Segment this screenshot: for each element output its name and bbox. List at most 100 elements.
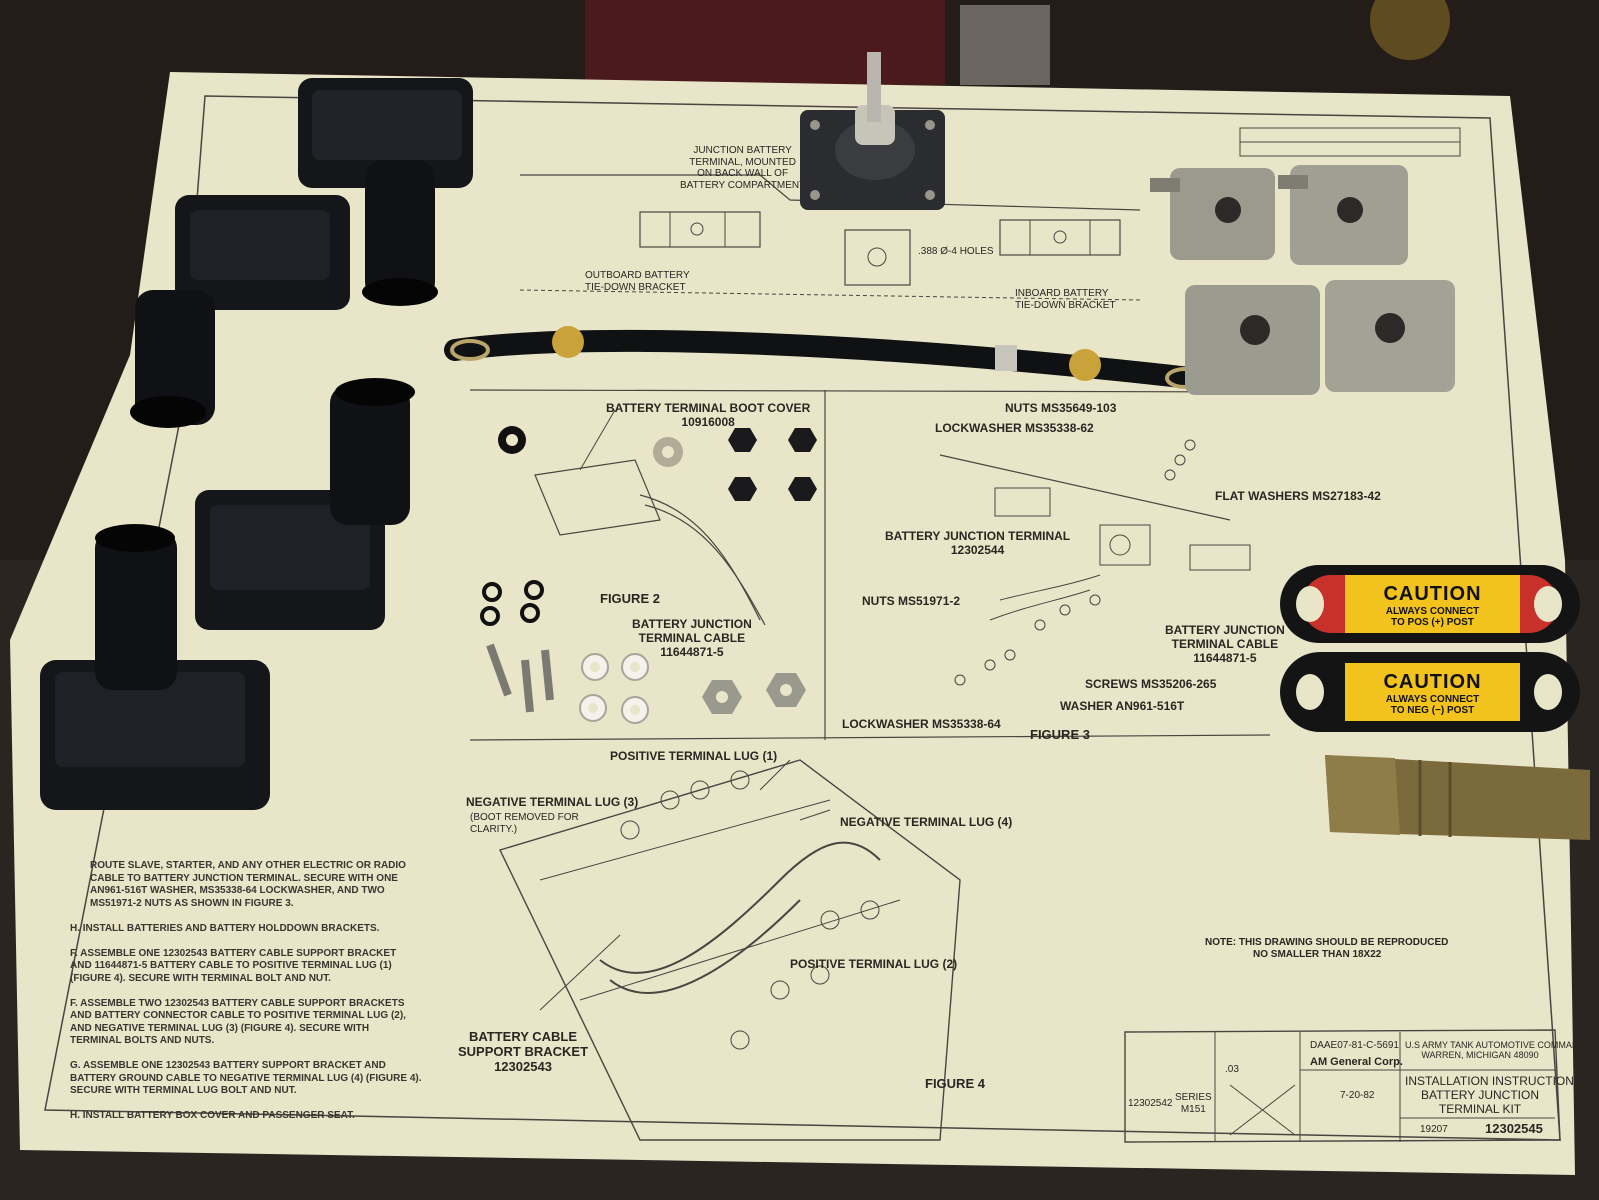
instruction-line: AND BATTERY CONNECTOR CABLE TO POSITIVE … <box>70 1010 406 1021</box>
label-line: BATTERY JUNCTION <box>632 617 752 631</box>
note-line: TERMINAL, MOUNTED <box>689 156 796 168</box>
label-line: SERIES <box>1175 1092 1212 1103</box>
caution-pos-line: ALWAYS CONNECT TO POS (+) POST <box>1345 606 1520 628</box>
drawing-title: INSTALLATION INSTRUCTIONS BATTERY JUNCTI… <box>1405 1074 1582 1116</box>
nuts-51971-label: NUTS MS51971-2 <box>862 594 961 608</box>
note-line: JUNCTION BATTERY <box>693 145 792 156</box>
junction-terminal-label: BATTERY JUNCTION TERMINAL 12302544 <box>885 529 1071 558</box>
note-line: ON BACK WALL OF <box>697 168 789 179</box>
title-block <box>1124 1029 1561 1143</box>
boot-removed-note: (BOOT REMOVED FOR CLARITY.) <box>470 812 579 835</box>
label-line: BATTERY JUNCTION <box>1165 623 1285 637</box>
caution-line: ALWAYS CONNECT <box>1385 694 1480 705</box>
boot-cover-3 <box>195 378 415 630</box>
nuts-103-label: NUTS MS35649-103 <box>1005 401 1117 415</box>
instruction-line: BATTERY GROUND CABLE TO NEGATIVE TERMINA… <box>70 1072 422 1084</box>
label-line: BATTERY TERMINAL BOOT COVER <box>606 401 811 415</box>
label-line: BATTERY CABLE <box>468 1029 578 1044</box>
label-line: OUTBOARD BATTERY <box>585 270 690 281</box>
boot-cover-label: BATTERY TERMINAL BOOT COVER 10916008 <box>606 401 811 430</box>
terminal-lug-1 <box>1150 168 1275 260</box>
instruction-line: F. ASSEMBLE ONE 12302543 BATTERY CABLE S… <box>70 947 397 959</box>
figure-3-label: FIGURE 3 <box>1030 727 1090 742</box>
command-name: U.S ARMY TANK AUTOMOTIVE COMMAND WARREN,… <box>1405 1040 1585 1061</box>
assembly-number: 12302542 <box>1128 1098 1173 1109</box>
note-line: NOTE: THIS DRAWING SHOULD BE REPRODUCED <box>1205 937 1449 948</box>
label-line: TERMINAL CABLE <box>1171 636 1279 651</box>
boot-cover-4 <box>40 524 270 810</box>
boot-cover-1 <box>298 78 473 306</box>
hardware-group <box>480 426 817 724</box>
part-number: 12302545 <box>1485 1121 1543 1136</box>
series-label: SERIES M151 <box>1175 1092 1212 1115</box>
label-line: U.S ARMY TANK AUTOMOTIVE COMMAND <box>1405 1040 1585 1050</box>
pos-lug-2-label: POSITIVE TERMINAL LUG (2) <box>790 957 958 971</box>
pos-lug-1-label: POSITIVE TERMINAL LUG (1) <box>610 749 778 763</box>
junction-cable-part <box>444 326 1205 389</box>
flat-washers-label: FLAT WASHERS MS27183-42 <box>1215 489 1381 503</box>
caution-line: TO POS (+) POST <box>1391 617 1474 628</box>
terminal-lug-2 <box>1278 165 1408 265</box>
lockwasher-62-label: LOCKWASHER MS35338-62 <box>935 421 1094 435</box>
title-line: BATTERY JUNCTION <box>1420 1087 1539 1102</box>
label-line: WARREN, MICHIGAN 48090 <box>1421 1050 1539 1061</box>
terminal-lug-4 <box>1325 280 1455 392</box>
contract-number: DAAE07-81-C-5691 <box>1310 1040 1399 1051</box>
figure-2-label: FIGURE 2 <box>600 591 660 606</box>
title-line: TERMINAL KIT <box>1438 1101 1522 1116</box>
caution-line: TO NEG (−) POST <box>1390 705 1475 716</box>
tolerance-value: .03 <box>1225 1064 1239 1075</box>
figure-4-label: FIGURE 4 <box>925 1076 985 1091</box>
neg-lug-3-label: NEGATIVE TERMINAL LUG (3) <box>466 795 639 809</box>
company-name: AM General Corp. <box>1310 1056 1403 1068</box>
label-line: 10916008 <box>681 414 735 429</box>
support-bracket-part <box>1325 755 1590 840</box>
label-line: SUPPORT BRACKET <box>458 1043 589 1059</box>
holes-label: .388 Ø-4 HOLES <box>918 246 994 257</box>
junction-terminal-part <box>800 52 945 210</box>
note-line: BATTERY COMPARTMENT <box>680 179 806 191</box>
battery-sketch <box>499 759 961 1141</box>
junction-mount-note: JUNCTION BATTERY TERMINAL, MOUNTED ON BA… <box>680 145 805 191</box>
label-line: M151 <box>1180 1103 1206 1115</box>
label-line: 12302543 <box>494 1058 552 1074</box>
instruction-line: SECURE WITH TERMINAL LUG BOLT AND NUT. <box>70 1085 297 1096</box>
note-line: (BOOT REMOVED FOR <box>470 812 579 823</box>
label-line: TERMINAL CABLE <box>638 630 746 645</box>
caution-line: ALWAYS CONNECT <box>1385 606 1480 617</box>
boot-cover-2 <box>130 195 350 428</box>
cage-code: 19207 <box>1420 1124 1448 1135</box>
instruction-line: (FIGURE 4). SECURE WITH TERMINAL BOLT AN… <box>70 972 331 984</box>
instruction-line: F. ASSEMBLE TWO 12302543 BATTERY CABLE S… <box>70 997 405 1009</box>
caution-pos-word: CAUTION <box>1383 583 1482 605</box>
background-object <box>960 5 1050 85</box>
inboard-bracket-label: INBOARD BATTERY TIE-DOWN BRACKET <box>1015 288 1116 311</box>
caution-tag-neg <box>1280 652 1580 732</box>
instruction-line: G. ASSEMBLE ONE 12302543 BATTERY SUPPORT… <box>70 1060 386 1071</box>
instruction-line: AND NEGATIVE TERMINAL LUG (3) (FIGURE 4)… <box>70 1022 370 1034</box>
outboard-bracket-label: OUTBOARD BATTERY TIE-DOWN BRACKET <box>585 270 690 293</box>
instruction-sheet <box>10 72 1575 1175</box>
note-line: CLARITY.) <box>470 823 518 835</box>
drawing-date: 7-20-82 <box>1340 1090 1375 1101</box>
instruction-line: ROUTE SLAVE, STARTER, AND ANY OTHER ELEC… <box>90 860 406 871</box>
instruction-line: AND 11644871-5 BATTERY CABLE TO POSITIVE… <box>70 960 392 971</box>
caution-neg-line: ALWAYS CONNECT TO NEG (−) POST <box>1345 694 1520 716</box>
instruction-line: MS51971-2 NUTS AS SHOWN IN FIGURE 3. <box>90 897 294 909</box>
instruction-line: H. INSTALL BATTERIES AND BATTERY HOLDDOW… <box>70 922 380 934</box>
note-line: NO SMALLER THAN 18X22 <box>1253 948 1382 960</box>
label-line: 11644871-5 <box>660 644 724 659</box>
background-box <box>585 0 945 85</box>
label-line: TIE-DOWN BRACKET <box>1015 299 1116 311</box>
label-line: BATTERY JUNCTION TERMINAL <box>885 529 1071 543</box>
background-ornament <box>1370 0 1450 60</box>
washer-an-label: WASHER AN961-516T <box>1060 699 1185 713</box>
instruction-line: H. INSTALL BATTERY BOX COVER AND PASSENG… <box>70 1110 355 1121</box>
neg-lug-4-label: NEGATIVE TERMINAL LUG (4) <box>840 815 1013 829</box>
instruction-line: TERMINAL BOLTS AND NUTS. <box>70 1035 215 1046</box>
junction-cable-fig2-label: BATTERY JUNCTION TERMINAL CABLE 11644871… <box>632 617 752 659</box>
label-line: 12302544 <box>950 542 1005 557</box>
label-line: INBOARD BATTERY <box>1015 288 1109 299</box>
instruction-line: CABLE TO BATTERY JUNCTION TERMINAL. SECU… <box>90 872 398 884</box>
